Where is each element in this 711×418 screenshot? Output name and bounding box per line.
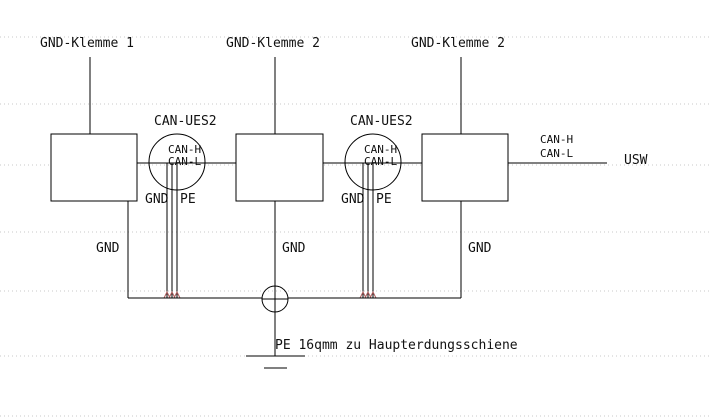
- background-guidelines: [0, 36, 711, 417]
- ues-can-h-right: CAN-H: [364, 143, 397, 156]
- device-box-right: [421, 133, 509, 202]
- ues-pe-marks-right: [359, 290, 377, 299]
- ues-can-l-left: CAN-L: [168, 155, 201, 168]
- ues-gnd-left: GND: [145, 192, 169, 207]
- ues-title-right: CAN-UES2: [350, 114, 413, 129]
- ues-pe-right: PE: [376, 192, 392, 207]
- ues-pe-left: PE: [180, 192, 196, 207]
- device-box-middle: [235, 133, 324, 202]
- ues-can-h-left: CAN-H: [168, 143, 201, 156]
- ues-title-left: CAN-UES2: [154, 114, 217, 129]
- can-ues2-module-left: CAN-UES2 CAN-H CAN-L GND PE: [145, 114, 217, 299]
- gnd-label-left: GND: [96, 241, 120, 256]
- ground-junction: [261, 285, 289, 356]
- bus-out-target: USW: [624, 153, 648, 168]
- ues-gnd-right: GND: [341, 192, 365, 207]
- ues-pe-marks-left: [163, 290, 181, 299]
- bus-out-can-l: CAN-L: [540, 147, 573, 160]
- terminal-label-middle: GND-Klemme 2: [226, 36, 320, 51]
- can-ues2-module-right: CAN-UES2 CAN-H CAN-L GND PE: [341, 114, 413, 299]
- bus-out-can-h: CAN-H: [540, 133, 573, 146]
- device-box-left: [50, 133, 138, 202]
- gnd-label-right: GND: [468, 241, 492, 256]
- pe-note: PE 16qmm zu Haupterdungsschiene: [275, 338, 518, 353]
- terminal-label-right: GND-Klemme 2: [411, 36, 505, 51]
- ues-can-l-right: CAN-L: [364, 155, 397, 168]
- terminal-label-left: GND-Klemme 1: [40, 36, 134, 51]
- gnd-label-middle: GND: [282, 241, 306, 256]
- earth-ground-icon: [246, 355, 305, 369]
